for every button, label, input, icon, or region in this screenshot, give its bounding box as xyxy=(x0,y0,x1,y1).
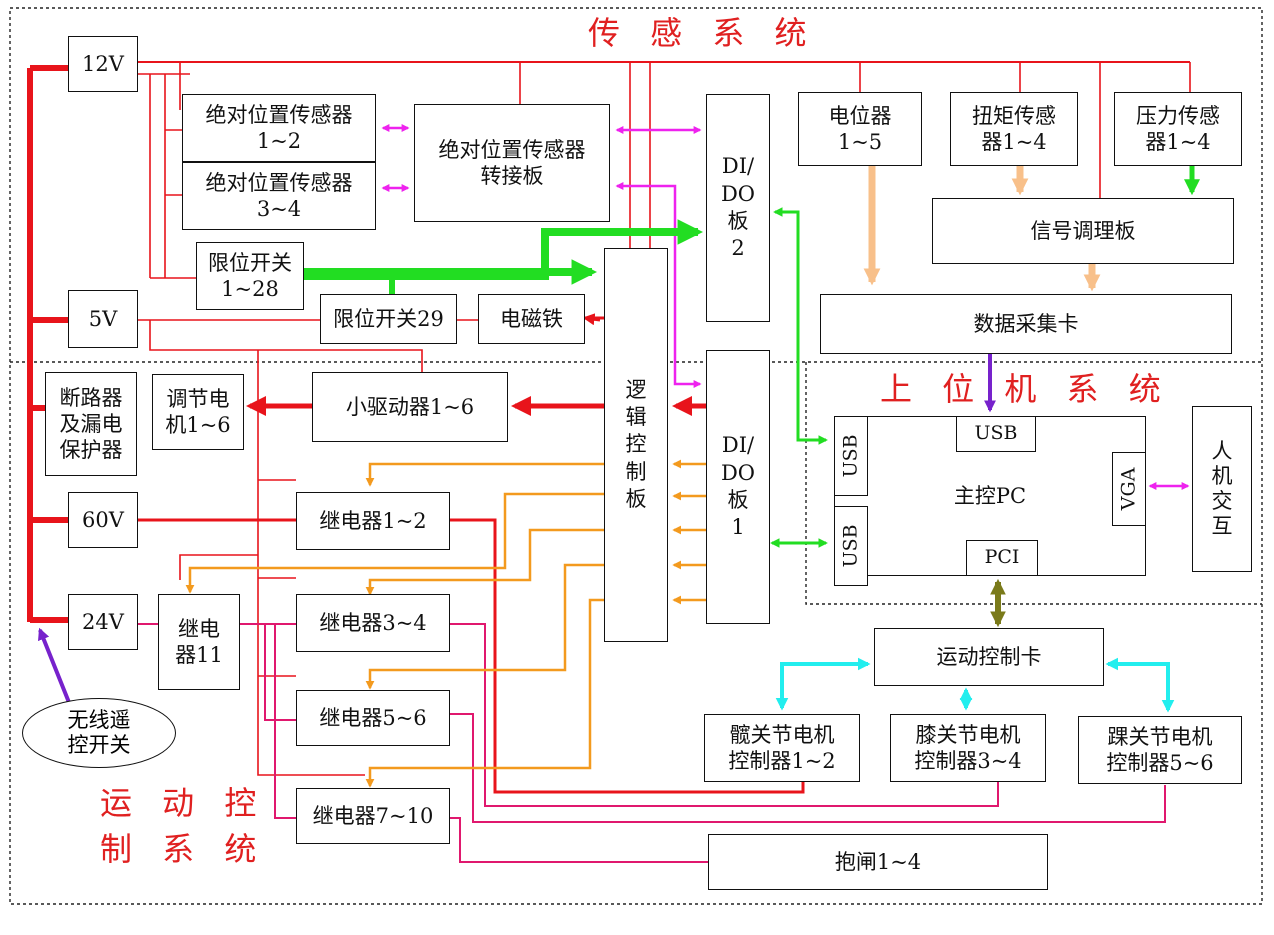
dido-board-1: DI/ DO 板 1 xyxy=(706,350,770,624)
breaker-leakage-protector: 断路器 及漏电 保护器 xyxy=(45,372,137,476)
power-5v: 5V xyxy=(68,290,138,348)
motion-control-card: 运动控制卡 xyxy=(874,628,1104,686)
power-12v: 12V xyxy=(68,36,138,92)
vga-port-label: VGA xyxy=(1117,467,1140,511)
usb-port-side-1-label: USB xyxy=(839,434,862,478)
usb-port-side-2-label: USB xyxy=(839,524,862,568)
wireless-remote-switch: 无线遥 控开关 xyxy=(22,698,176,768)
main-pc-label: 主控PC xyxy=(953,483,1027,508)
logic-control-board: 逻 辑 控 制 板 xyxy=(604,248,668,642)
human-machine-interaction: 人 机 交 互 xyxy=(1192,406,1252,572)
pci-port: PCI xyxy=(966,540,1038,576)
data-acquisition-card: 数据采集卡 xyxy=(820,294,1232,354)
hip-joint-motor-controller: 髋关节电机 控制器1~2 xyxy=(704,714,860,782)
limit-switch-29: 限位开关29 xyxy=(320,294,457,344)
section-title-sensing: 传 感 系 统 xyxy=(588,14,817,52)
relay-7-10: 继电器7~10 xyxy=(296,788,450,844)
abs-position-sensor-3-4: 绝对位置传感器 3~4 xyxy=(182,162,376,230)
relay-3-4: 继电器3~4 xyxy=(296,594,450,652)
relay-5-6: 继电器5~6 xyxy=(296,690,450,746)
knee-joint-motor-controller: 膝关节电机 控制器3~4 xyxy=(890,714,1046,782)
ankle-joint-motor-controller: 踝关节电机 控制器5~6 xyxy=(1078,716,1242,784)
torque-sensor-1-4: 扭矩传感 器1~4 xyxy=(950,92,1078,166)
vga-port: VGA xyxy=(1112,452,1146,526)
relay-1-2: 继电器1~2 xyxy=(296,492,450,550)
potentiometer-1-5: 电位器 1~5 xyxy=(798,92,922,166)
limit-switch-1-28: 限位开关 1~28 xyxy=(196,242,304,310)
abs-position-adapter-board: 绝对位置传感器 转接板 xyxy=(414,104,610,222)
electromagnet: 电磁铁 xyxy=(478,294,585,344)
power-60v: 60V xyxy=(68,492,138,548)
usb-port-side-2: USB xyxy=(834,506,868,586)
power-24v: 24V xyxy=(68,594,138,650)
dido-board-2: DI/ DO 板 2 xyxy=(706,94,770,322)
section-title-host: 上 位 机 系 统 xyxy=(880,370,1171,408)
adjust-motor-1-6: 调节电 机1~6 xyxy=(152,374,244,450)
small-driver-1-6: 小驱动器1~6 xyxy=(312,372,508,442)
usb-port-top: USB xyxy=(956,416,1036,452)
abs-position-sensor-1-2: 绝对位置传感器 1~2 xyxy=(182,94,376,162)
signal-conditioning-board: 信号调理板 xyxy=(932,198,1234,264)
pressure-sensor-1-4: 压力传感 器1~4 xyxy=(1114,92,1242,166)
section-title-motion: 运 动 控 制 系 统 xyxy=(100,784,267,869)
brake-1-4: 抱闸1~4 xyxy=(708,834,1048,890)
relay-11: 继电 器11 xyxy=(158,594,240,690)
usb-port-side-1: USB xyxy=(834,416,868,496)
